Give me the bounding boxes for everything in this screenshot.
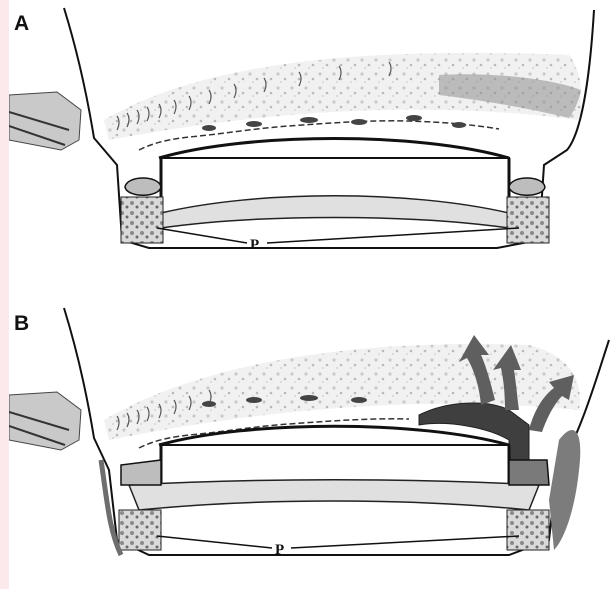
p-leader-right	[291, 536, 519, 548]
p-leader-right	[267, 228, 519, 243]
panel-a-illustration: P	[9, 0, 611, 289]
left-porous-block	[119, 510, 161, 550]
p-label: P	[275, 542, 284, 558]
right-sleeve	[509, 178, 545, 195]
left-sleeve	[125, 178, 161, 195]
implant-top	[159, 139, 509, 159]
right-porous-block	[507, 197, 549, 243]
implant-body	[161, 445, 509, 485]
p-leader-left	[157, 228, 247, 243]
panel-a: A	[9, 0, 611, 289]
panel-b: B	[9, 300, 611, 589]
p-leader-left	[157, 536, 272, 548]
left-instrument	[9, 92, 81, 150]
right-tissue-strip	[549, 430, 580, 550]
left-instrument	[9, 392, 81, 450]
p-label: P	[250, 237, 259, 253]
left-porous-block	[121, 197, 163, 243]
implant-top	[159, 426, 509, 445]
right-sleeve	[509, 460, 549, 485]
right-porous-block	[507, 510, 549, 550]
panel-b-illustration: P	[9, 300, 611, 589]
posterior-tissue	[129, 480, 539, 510]
left-sleeve	[121, 460, 161, 485]
left-edge-strip	[0, 0, 9, 589]
